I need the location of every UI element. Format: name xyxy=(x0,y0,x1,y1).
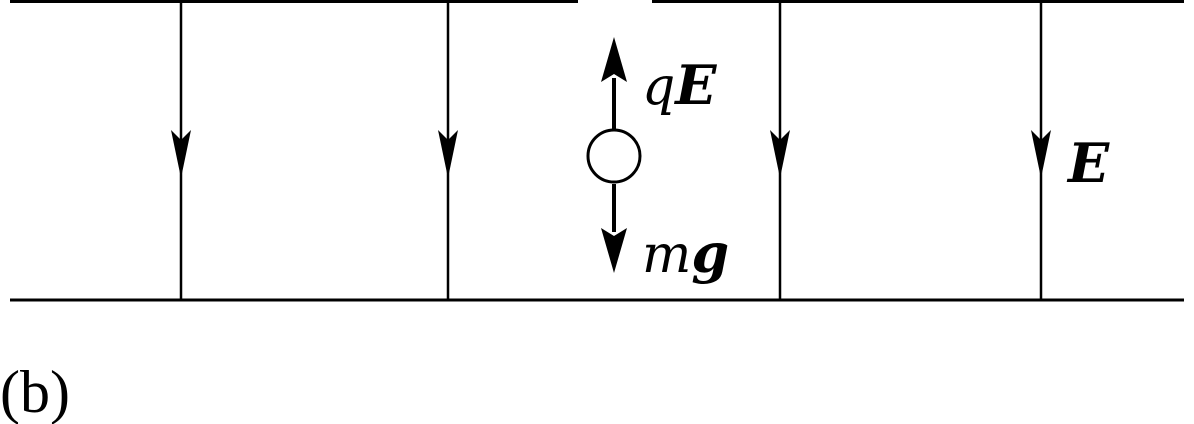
electric-force-label: qE xyxy=(642,53,717,117)
charged-particle xyxy=(586,128,642,184)
field-label: E xyxy=(1066,131,1110,195)
mass-symbol: m xyxy=(642,225,691,285)
field-line-1 xyxy=(171,1,191,300)
field-arrowhead-4 xyxy=(1031,130,1051,178)
gravity-vector-symbol: g xyxy=(691,221,729,285)
part-label: (b) xyxy=(0,359,70,424)
gravity-force-label: mg xyxy=(642,221,729,285)
charge-symbol: q xyxy=(642,57,675,117)
gravity-force-arrow xyxy=(601,184,627,273)
field-vector-symbol: E xyxy=(673,53,717,117)
field-arrowhead-3 xyxy=(770,130,790,178)
electric-force-arrow xyxy=(601,37,627,130)
field-arrowhead-2 xyxy=(438,130,458,178)
field-arrowhead-1 xyxy=(171,130,191,178)
field-line-3 xyxy=(770,1,790,300)
field-line-2 xyxy=(438,1,458,300)
field-line-4 xyxy=(1031,1,1051,300)
